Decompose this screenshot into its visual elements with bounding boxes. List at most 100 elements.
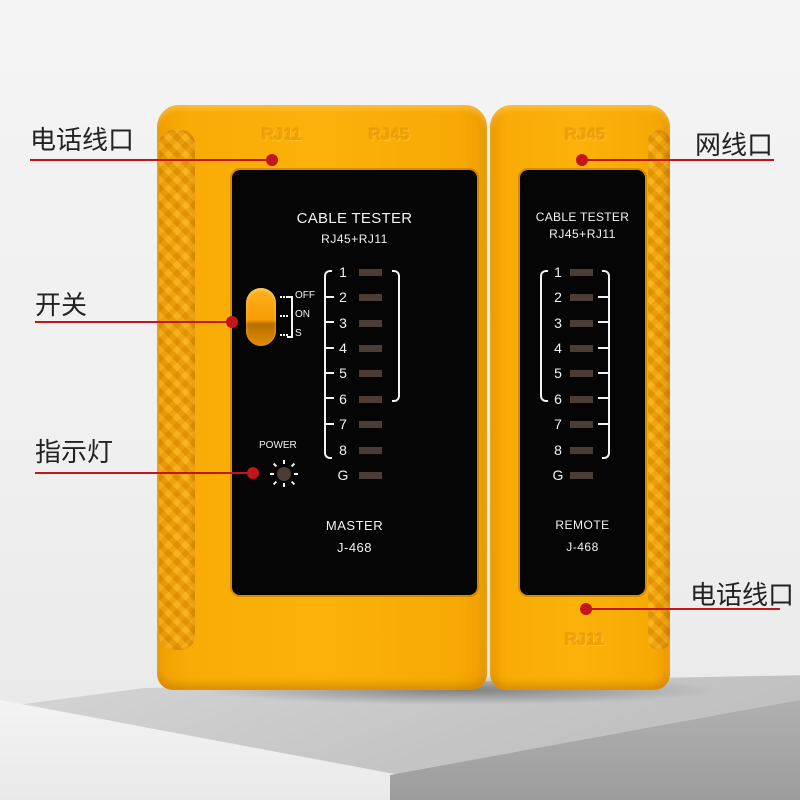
bracket-tick — [324, 372, 334, 374]
remote-led-row: 7 — [550, 414, 593, 434]
remote-model: J-468 — [566, 540, 599, 554]
bracket-tick — [598, 372, 608, 374]
led-indicator — [359, 369, 382, 377]
led-indicator — [359, 293, 382, 301]
callout-dot — [247, 467, 259, 479]
callout-line — [590, 608, 780, 610]
master-led-row: 4 — [335, 338, 382, 358]
switch-off-label: OFF — [295, 290, 315, 301]
led-indicator — [570, 369, 593, 377]
callout-phone-port-bottom: 电话线口 — [690, 580, 795, 610]
power-ray-icon — [294, 473, 298, 475]
master-port-rj11-label: RJ11 — [262, 125, 302, 144]
power-ray-icon — [283, 460, 285, 464]
led-indicator — [359, 420, 382, 428]
remote-led-row: 3 — [550, 313, 593, 333]
led-indicator — [359, 446, 382, 454]
master-led-row: 6 — [335, 389, 382, 409]
callout-line — [35, 472, 257, 474]
switch-dash — [280, 315, 288, 317]
bracket-tick — [598, 296, 608, 298]
remote-panel: CABLE TESTER RJ45+RJ11 1 2 3 4 5 6 7 8 G… — [520, 170, 645, 595]
power-ray-icon — [272, 480, 278, 486]
callout-network-port: 网线口 — [695, 130, 774, 160]
remote-grip — [648, 130, 670, 650]
master-bracket-left — [324, 270, 332, 459]
remote-port-rj45-label: RJ45 — [565, 125, 606, 144]
power-switch[interactable] — [246, 288, 276, 346]
bracket-tick — [598, 347, 608, 349]
remote-led-row: 8 — [550, 440, 593, 460]
remote-unit: RJ45 RJ11 CABLE TESTER RJ45+RJ11 1 2 3 4… — [490, 105, 670, 690]
remote-led-row: 1 — [550, 262, 593, 282]
master-led-row: 2 — [335, 287, 382, 307]
remote-subtitle: RJ45+RJ11 — [549, 227, 616, 241]
callout-phone-port-top: 电话线口 — [30, 125, 135, 155]
led-indicator — [359, 268, 382, 276]
switch-s-label: S — [295, 328, 302, 339]
bracket-tick — [324, 397, 334, 399]
led-indicator — [570, 471, 593, 479]
bracket-tick — [324, 347, 334, 349]
master-grip — [159, 130, 195, 650]
led-indicator — [570, 319, 593, 327]
remote-led-row: 2 — [550, 287, 593, 307]
led-indicator — [359, 344, 382, 352]
bracket-tick — [324, 321, 334, 323]
master-title: CABLE TESTER — [296, 210, 413, 227]
led-indicator — [570, 268, 593, 276]
master-led-row: G — [335, 465, 382, 485]
led-indicator — [570, 446, 593, 454]
power-ray-icon — [290, 480, 296, 486]
callout-dot — [576, 154, 588, 166]
master-unit: RJ11 RJ45 CABLE TESTER RJ45+RJ11 OFF ON … — [157, 105, 487, 690]
master-model: J-468 — [336, 540, 373, 555]
remote-bracket-left — [540, 270, 548, 402]
led-indicator — [359, 395, 382, 403]
master-led-row: 8 — [335, 440, 382, 460]
callout-dot — [580, 603, 592, 615]
remote-led-row: 4 — [550, 338, 593, 358]
led-indicator — [570, 420, 593, 428]
callout-indicator: 指示灯 — [35, 437, 114, 467]
remote-led-row: 5 — [550, 363, 593, 383]
remote-unit-label: REMOTE — [555, 518, 610, 532]
remote-led-row: 6 — [550, 389, 593, 409]
callout-dot — [226, 316, 238, 328]
bracket-tick — [324, 296, 334, 298]
master-port-rj45-label: RJ45 — [369, 125, 410, 144]
remote-title: CABLE TESTER — [535, 210, 630, 224]
power-ray-icon — [270, 473, 274, 475]
switch-dash — [280, 334, 288, 336]
master-subtitle: RJ45+RJ11 — [321, 232, 388, 246]
bracket-tick — [324, 423, 334, 425]
master-bracket-right — [392, 270, 400, 402]
remote-port-rj11-label: RJ11 — [565, 630, 605, 649]
power-ray-icon — [290, 462, 296, 468]
callout-line — [584, 159, 774, 161]
led-indicator — [570, 344, 593, 352]
callout-line — [35, 321, 235, 323]
callout-switch: 开关 — [35, 290, 88, 320]
remote-led-row: G — [550, 465, 593, 485]
led-indicator — [359, 319, 382, 327]
bracket-tick — [598, 321, 608, 323]
master-led-row: 3 — [335, 313, 382, 333]
master-panel: CABLE TESTER RJ45+RJ11 OFF ON S 1 2 3 4 … — [232, 170, 477, 595]
power-led-icon — [277, 467, 291, 481]
led-indicator — [570, 395, 593, 403]
master-led-row: 7 — [335, 414, 382, 434]
power-ray-icon — [283, 483, 285, 487]
power-ray-icon — [272, 462, 278, 468]
callout-line — [30, 159, 272, 161]
remote-bracket-right — [602, 270, 610, 459]
switch-on-label: ON — [295, 309, 310, 320]
bracket-tick — [598, 397, 608, 399]
led-indicator — [570, 293, 593, 301]
master-led-row: 1 — [335, 262, 382, 282]
master-unit-label: MASTER — [325, 518, 384, 533]
power-label: POWER — [259, 440, 297, 451]
switch-dash — [280, 296, 288, 298]
callout-dot — [266, 154, 278, 166]
led-indicator — [359, 471, 382, 479]
